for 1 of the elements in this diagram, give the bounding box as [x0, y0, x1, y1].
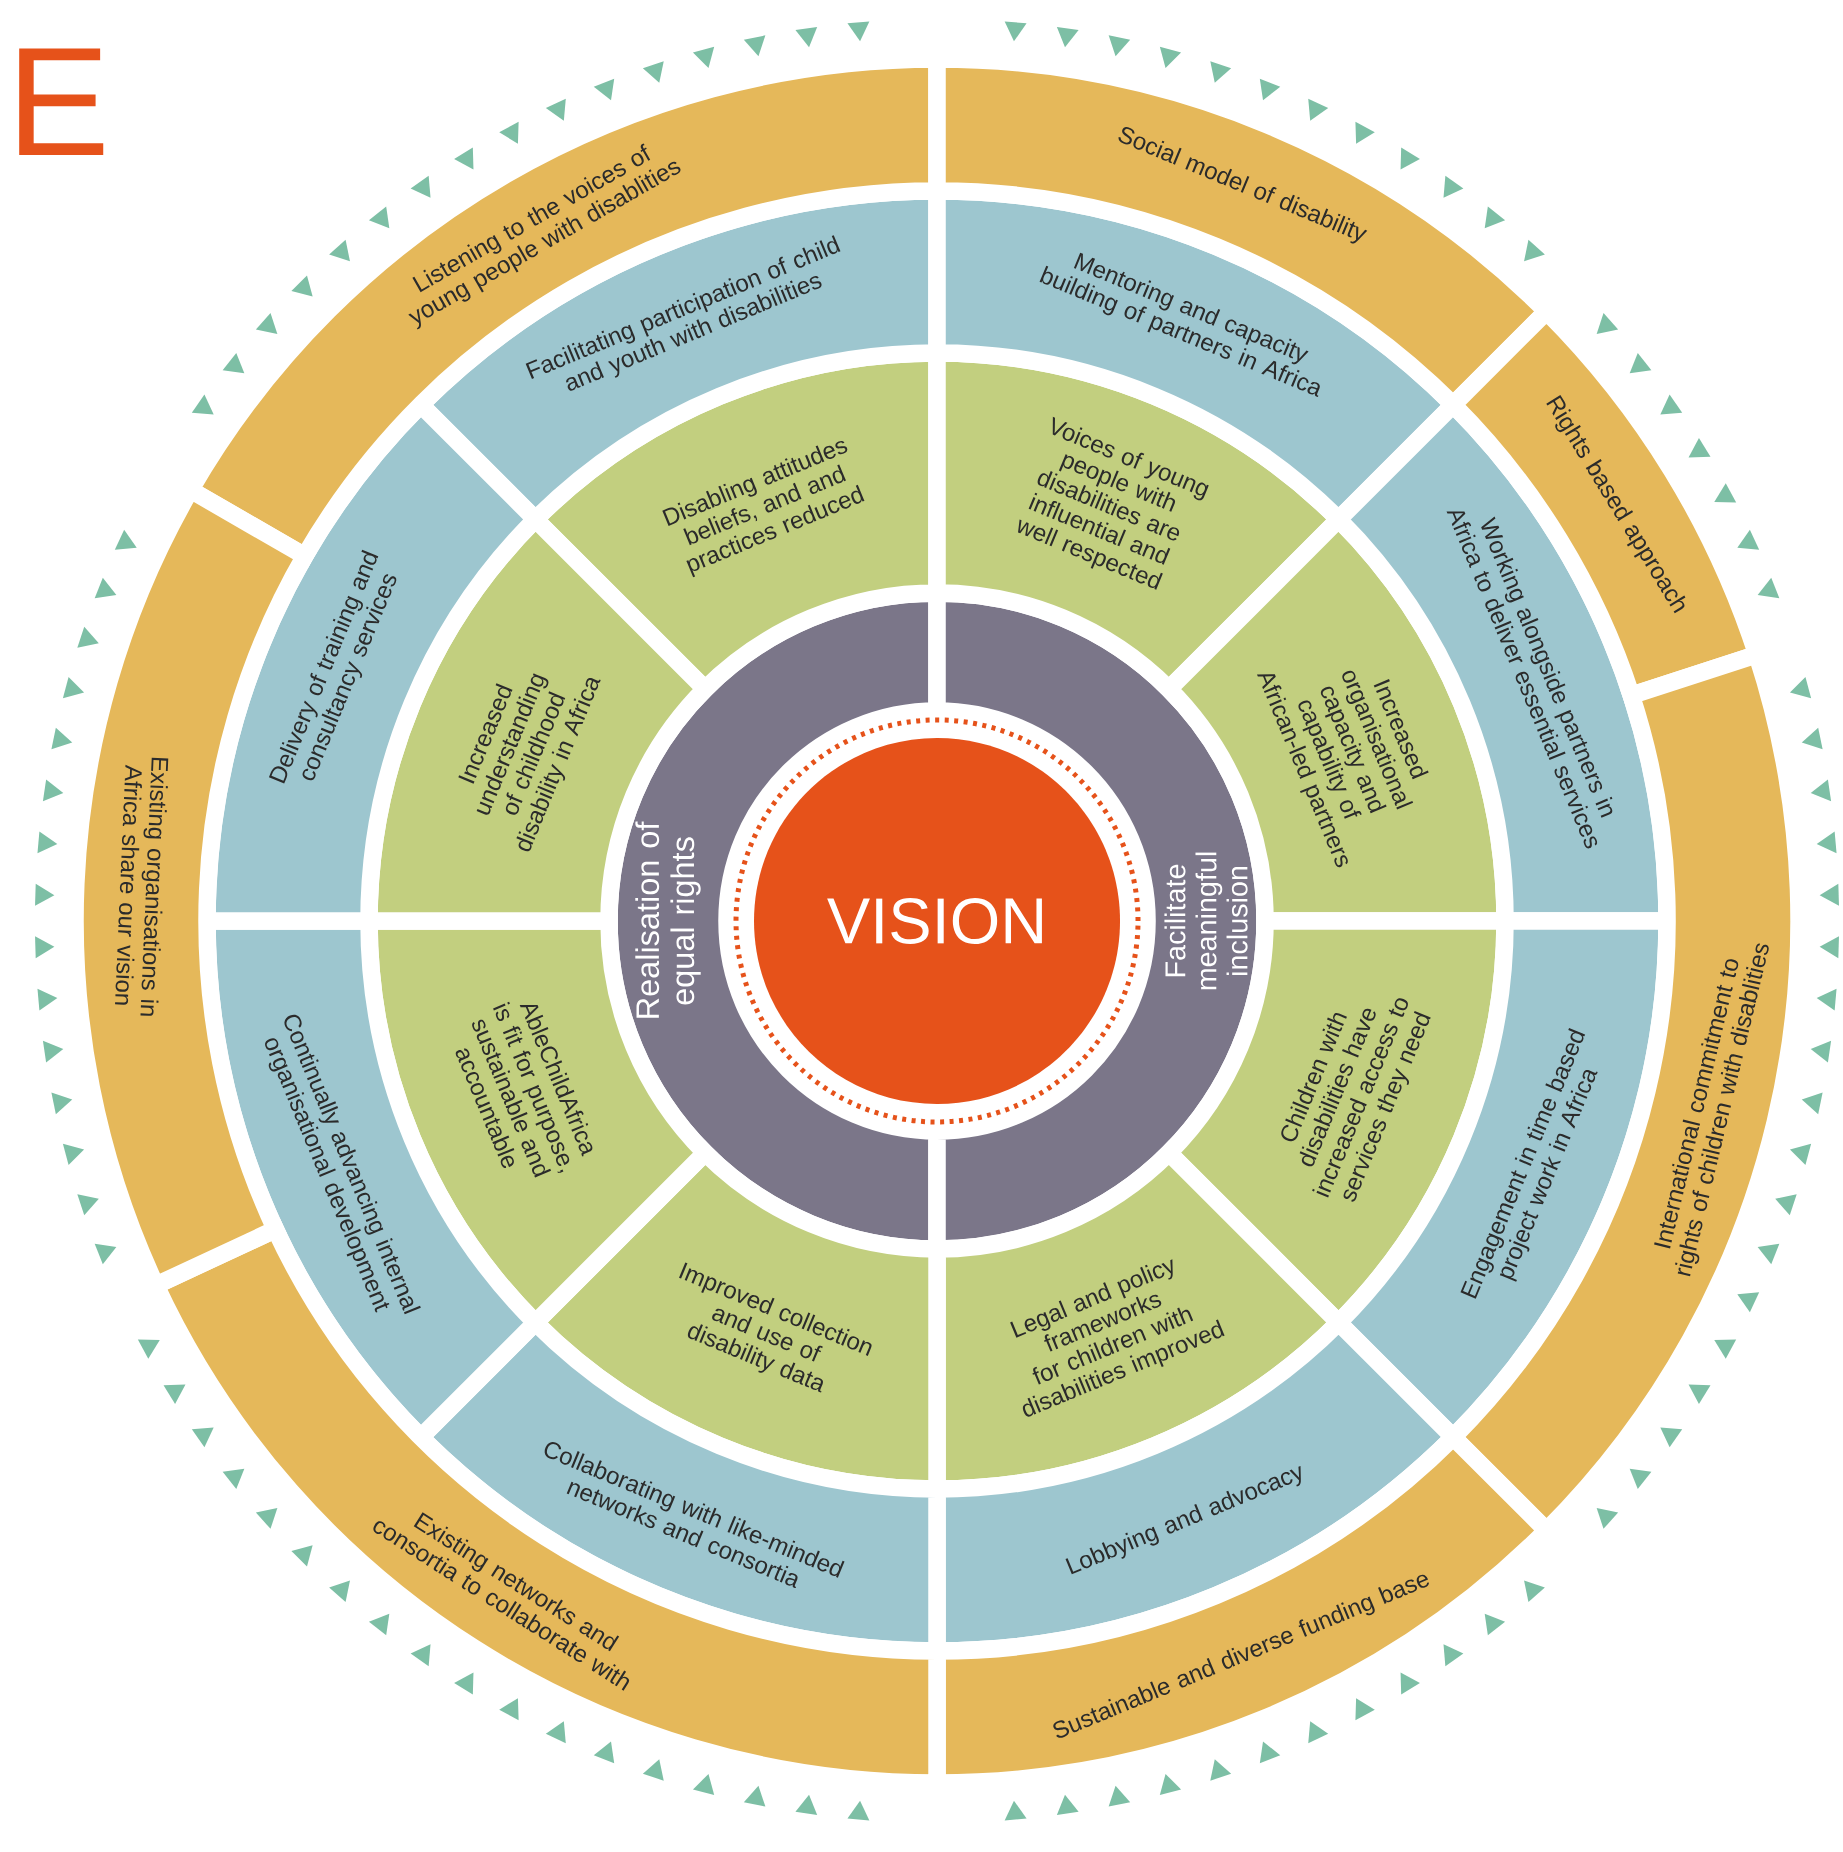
heading-letter: E [19, 48, 104, 156]
